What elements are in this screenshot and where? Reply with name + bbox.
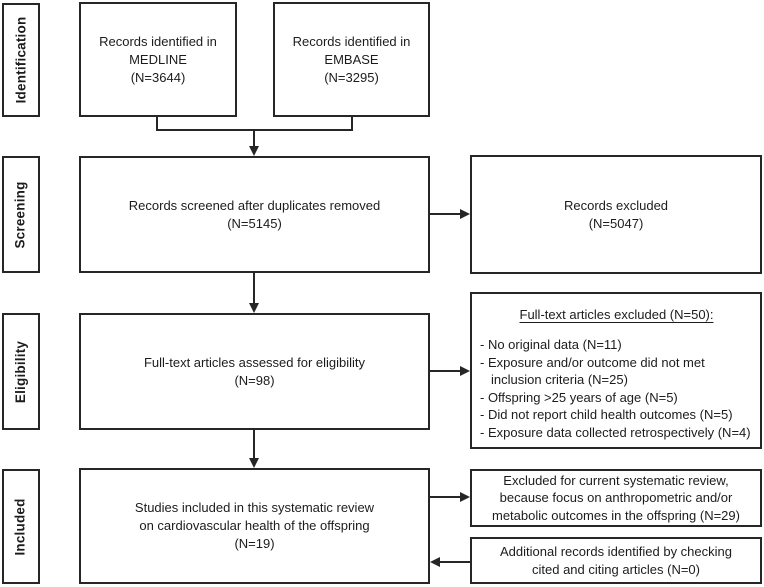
box-text-line: on cardiovascular health of the offsprin… xyxy=(139,518,370,533)
box-text-line: Records screened after duplicates remove… xyxy=(128,197,381,213)
arrowhead-left-icon xyxy=(430,556,440,567)
stage-box-identification: Identification xyxy=(2,3,40,117)
arrowhead-right-icon xyxy=(460,365,470,376)
connector-identification-to-screening xyxy=(253,129,255,147)
connector-eligibility-to-excluded xyxy=(430,370,461,372)
box-studies-included: Studies included in this systematic revi… xyxy=(79,468,430,584)
box-text-line: metabolic outcomes in the offspring (N=2… xyxy=(492,507,740,523)
box-text-line: (N=3295) xyxy=(324,69,379,85)
box-text-line: because focus on anthropometric and/or xyxy=(499,490,733,506)
box-text-line: Records identified in xyxy=(292,33,411,49)
stage-label-identification: Identification xyxy=(13,16,28,104)
arrowhead-down-icon xyxy=(248,303,259,313)
box-text-line: (N=98) xyxy=(234,372,275,388)
box-text-line: Full-text articles assessed for eligibil… xyxy=(143,354,366,370)
stage-box-screening: Screening xyxy=(2,156,40,273)
exclusion-reason: - No original data (N=11) xyxy=(480,337,622,352)
box-records-screened: Records screened after duplicates remove… xyxy=(79,156,430,273)
box-additional-records: Additional records identified by checkin… xyxy=(470,537,762,584)
exclusion-reason: - Exposure data collected retrospectivel… xyxy=(480,424,751,440)
box-fulltext-assessed: Full-text articles assessed for eligibil… xyxy=(79,313,430,430)
arrowhead-right-icon xyxy=(460,208,470,219)
box-text-line: (N=5145) xyxy=(227,215,282,231)
box-records-embase: Records identified in EMBASE (N=3295) xyxy=(273,2,430,117)
box-text-line: Additional records identified by checkin… xyxy=(500,544,732,559)
box-excluded-current-review: Excluded for current systematic review, … xyxy=(470,469,762,527)
arrowhead-down-icon xyxy=(248,146,259,156)
exclusion-reason: - Exposure and/or outcome did not met in… xyxy=(480,354,705,388)
box-text-line: Studies included in this systematic revi… xyxy=(134,500,375,515)
box-text-line: cited and citing articles (N=0) xyxy=(532,561,700,577)
box-text-line: Records identified in xyxy=(99,33,217,49)
connector-eligibility-to-included xyxy=(253,430,255,459)
stage-label-eligibility: Eligibility xyxy=(13,340,28,403)
connector-medline-stem xyxy=(156,117,158,131)
fulltext-excluded-title: Full-text articles excluded (N=50): xyxy=(519,307,714,322)
box-records-medline: Records identified in MEDLINE (N=3644) xyxy=(79,2,237,117)
box-fulltext-excluded: Full-text articles excluded (N=50): - No… xyxy=(470,292,762,449)
box-records-excluded: Records excluded (N=5047) xyxy=(470,155,762,274)
connector-screening-to-excluded xyxy=(430,213,461,215)
box-text-line: (N=3644) xyxy=(130,69,186,85)
connector-embase-stem xyxy=(351,117,353,131)
exclusion-reason: - Did not report child health outcomes (… xyxy=(480,407,733,422)
stage-box-included: Included xyxy=(2,469,40,584)
box-text-line: Records excluded xyxy=(563,197,669,213)
stage-box-eligibility: Eligibility xyxy=(2,313,40,430)
stage-label-screening: Screening xyxy=(13,180,29,249)
box-text-line: Excluded for current systematic review, xyxy=(503,472,729,488)
arrowhead-down-icon xyxy=(248,458,259,468)
box-text-line: (N=19) xyxy=(234,536,275,551)
box-text-line: EMBASE xyxy=(324,51,379,67)
box-text-line: MEDLINE xyxy=(129,51,187,67)
connector-screening-to-eligibility xyxy=(253,273,255,304)
box-text-line: (N=5047) xyxy=(588,215,644,231)
connector-additional-to-included xyxy=(439,561,471,563)
stage-label-included: Included xyxy=(13,497,29,556)
exclusion-reason: - Offspring >25 years of age (N=5) xyxy=(480,389,678,405)
connector-included-to-excluded-current xyxy=(430,496,461,498)
arrowhead-right-icon xyxy=(460,491,470,502)
